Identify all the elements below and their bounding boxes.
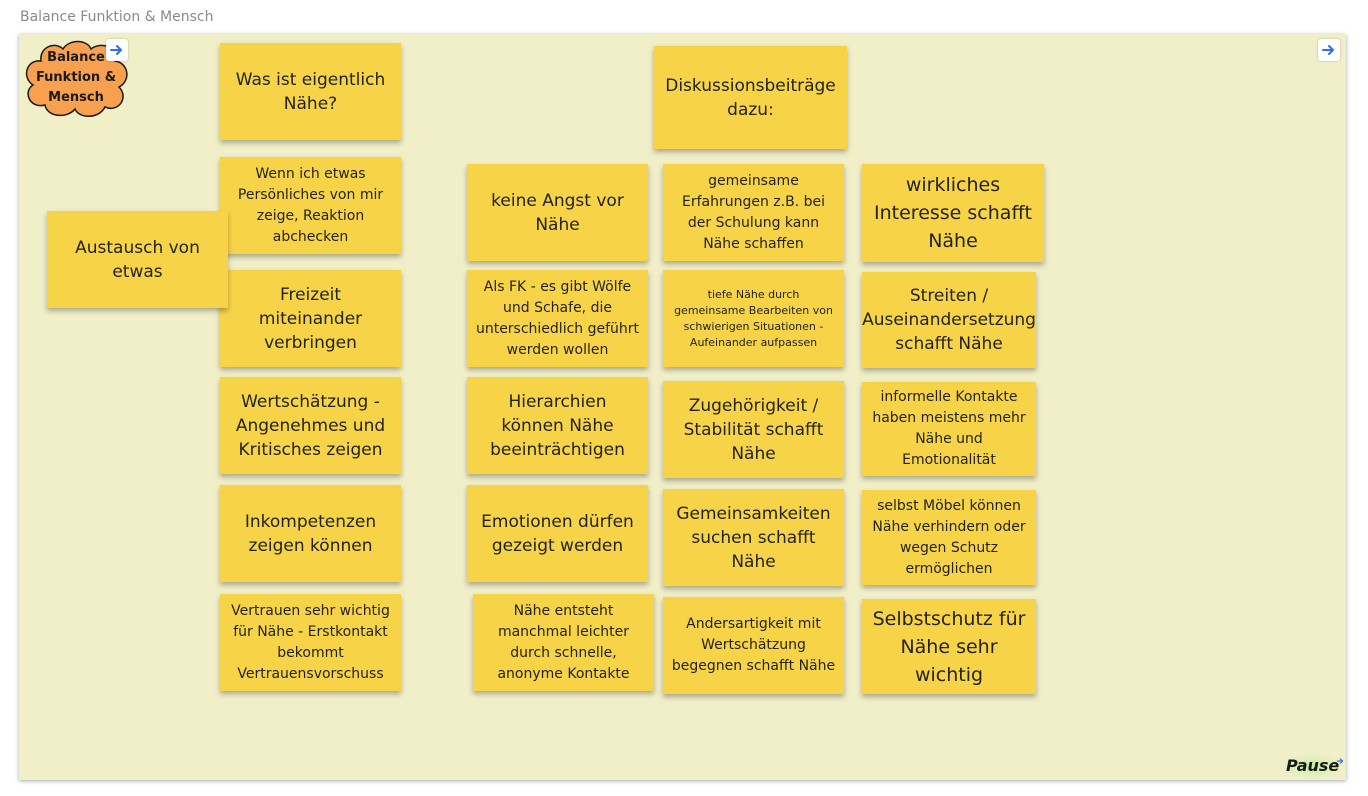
sticky-note[interactable]: selbst Möbel können Nähe verhindern oder… bbox=[862, 490, 1036, 585]
sticky-note[interactable]: Vertrauen sehr wichtig für Nähe - Erstko… bbox=[220, 594, 401, 691]
sticky-note[interactable]: Austausch von etwas bbox=[47, 211, 228, 308]
cloud-shape[interactable] bbox=[21, 39, 131, 117]
sticky-note[interactable]: tiefe Nähe durch gemeinsame Bearbeiten v… bbox=[663, 270, 844, 367]
sticky-note[interactable]: Wertschätzung - Angenehmes und Kritische… bbox=[220, 377, 401, 474]
arrow-right-icon bbox=[110, 45, 122, 55]
pause-highlight bbox=[1280, 753, 1344, 779]
sticky-note[interactable]: informelle Kontakte haben meistens mehr … bbox=[862, 382, 1036, 476]
sticky-note[interactable]: Inkompetenzen zeigen können bbox=[220, 485, 401, 582]
sticky-note[interactable]: keine Angst vor Nähe bbox=[467, 164, 648, 261]
sticky-note[interactable]: Wenn ich etwas Persönliches von mir zeig… bbox=[220, 157, 401, 254]
cloud-label: Balance Funktion & Mensch bbox=[35, 50, 117, 105]
sticky-note[interactable]: Zugehörigkeit / Stabilität schafft Nähe bbox=[663, 381, 844, 478]
sticky-note[interactable]: Gemeinsamkeiten suchen schafft Nähe bbox=[663, 489, 844, 586]
arrow-right-icon bbox=[1337, 758, 1344, 764]
sticky-note[interactable]: Selbstschutz für Nähe sehr wichtig bbox=[862, 599, 1036, 694]
link-button-left[interactable] bbox=[106, 39, 128, 61]
sticky-note[interactable]: Hierarchien können Nähe beeinträchtigen bbox=[467, 377, 648, 474]
frame-title: Balance Funktion & Mensch bbox=[20, 9, 214, 25]
link-button-right[interactable] bbox=[1318, 39, 1340, 61]
sticky-note[interactable]: Nähe entsteht manchmal leichter durch sc… bbox=[473, 594, 654, 691]
sticky-note[interactable]: Freizeit miteinander verbringen bbox=[220, 270, 401, 367]
sticky-note[interactable]: Was ist eigentlich Nähe? bbox=[220, 43, 401, 140]
sticky-note[interactable]: Diskussionsbeiträge dazu: bbox=[654, 46, 847, 149]
sticky-note[interactable]: Streiten / Auseinandersetzung schafft Nä… bbox=[862, 272, 1036, 368]
sticky-note[interactable]: wirkliches Interesse schafft Nähe bbox=[862, 164, 1044, 262]
sticky-note[interactable]: Andersartigkeit mit Wertschätzung begegn… bbox=[663, 597, 844, 694]
sticky-note[interactable]: Als FK - es gibt Wölfe und Schafe, die u… bbox=[467, 270, 648, 367]
sticky-note[interactable]: gemeinsame Erfahrungen z.B. bei der Schu… bbox=[663, 164, 844, 261]
sticky-note[interactable]: Emotionen dürfen gezeigt werden bbox=[467, 485, 648, 582]
arrow-right-icon bbox=[1322, 45, 1334, 55]
pause-label[interactable]: Pause bbox=[1286, 756, 1340, 775]
